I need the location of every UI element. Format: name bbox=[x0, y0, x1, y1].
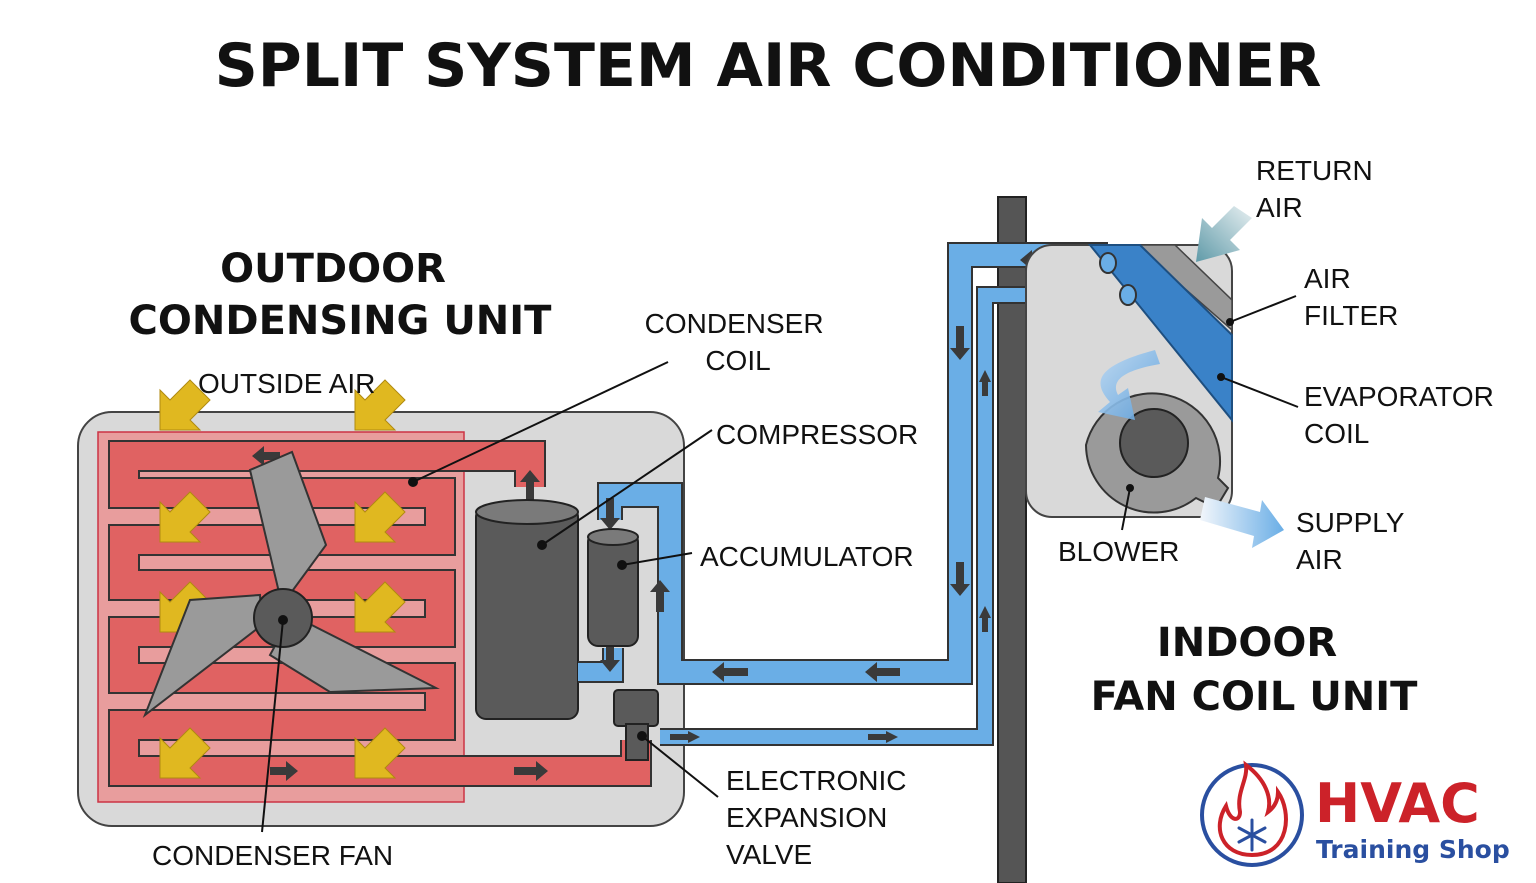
label-outside-air: OUTSIDE AIR bbox=[198, 368, 375, 399]
wall bbox=[997, 196, 1027, 883]
supply-air-arrow bbox=[1200, 497, 1284, 548]
return-air-arrow bbox=[1196, 206, 1252, 262]
label-compressor: COMPRESSOR bbox=[716, 419, 918, 450]
internal-airflow-arrow bbox=[1098, 350, 1160, 420]
condenser-coil bbox=[108, 440, 652, 787]
outdoor-unit-title: OUTDOOR CONDENSING UNIT bbox=[129, 246, 553, 344]
label-supply-air: SUPPLY AIR bbox=[1296, 507, 1412, 575]
label-accumulator: ACCUMULATOR bbox=[700, 541, 914, 572]
logo-brand: HVAC bbox=[1315, 772, 1480, 835]
compressor bbox=[475, 499, 579, 720]
outside-air-arrows bbox=[159, 379, 406, 779]
coil-flow-arrows bbox=[252, 446, 548, 781]
diagram-title: SPLIT SYSTEM AIR CONDITIONER bbox=[215, 31, 1322, 101]
hvac-logo: HVAC Training Shop bbox=[1200, 760, 1510, 867]
label-condenser-fan: CONDENSER FAN bbox=[152, 840, 393, 871]
logo-tagline: Training Shop bbox=[1316, 835, 1510, 864]
leader-lines bbox=[261, 295, 1299, 833]
label-return-air: RETURN AIR bbox=[1256, 155, 1380, 223]
label-expansion-valve: ELECTRONIC EXPANSION VALVE bbox=[726, 765, 914, 870]
accumulator bbox=[587, 528, 639, 647]
condenser-fan bbox=[142, 450, 440, 718]
label-air-filter: AIR FILTER bbox=[1304, 263, 1398, 331]
indoor-unit bbox=[1025, 244, 1233, 518]
label-condenser-coil: CONDENSER COIL bbox=[645, 308, 832, 376]
label-blower: BLOWER bbox=[1058, 536, 1179, 567]
label-evaporator-coil: EVAPORATOR COIL bbox=[1304, 381, 1502, 449]
flame-icon bbox=[1217, 760, 1288, 858]
snowflake-icon bbox=[1237, 818, 1267, 852]
indoor-unit-title: INDOOR FAN COIL UNIT bbox=[1091, 620, 1419, 720]
